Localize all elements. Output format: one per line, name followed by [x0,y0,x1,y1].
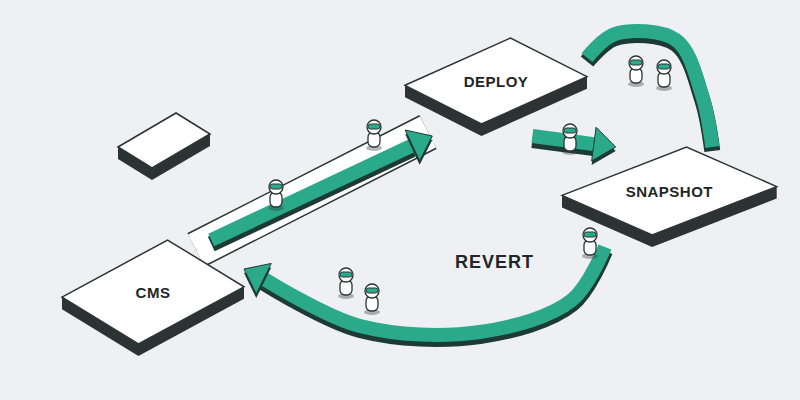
platform-label: CMS [136,284,171,301]
band-path [211,145,412,240]
band-path [587,31,712,147]
robot-figure [562,124,578,155]
robot-figure [338,268,354,299]
arrowhead [592,127,616,161]
band-shadow [264,251,605,339]
robot-figure [628,56,644,87]
rail-track [196,132,428,250]
platform-box: CMS [62,240,244,356]
flow-band [211,130,432,244]
robot-figure [268,180,284,211]
arrowhead [244,263,271,294]
platform-label: SNAPSHOT [626,183,713,200]
platform-box: DEPLOY [405,38,587,136]
robot-figure [364,284,380,315]
flow-band [244,247,605,339]
flow-band [587,31,712,151]
platform-top [62,240,244,344]
robot-figure [582,228,598,259]
platform-top [562,147,777,235]
robot-figure [656,60,672,91]
robot-figure [366,120,382,151]
platform-label: DEPLOY [464,73,529,90]
empty-platform [118,113,210,180]
band-path [532,136,593,144]
edge-label: REVERT [455,252,534,273]
platform-top [405,38,587,124]
band-path [264,247,605,335]
platform-box: SNAPSHOT [562,147,777,247]
arrowhead [405,130,432,161]
